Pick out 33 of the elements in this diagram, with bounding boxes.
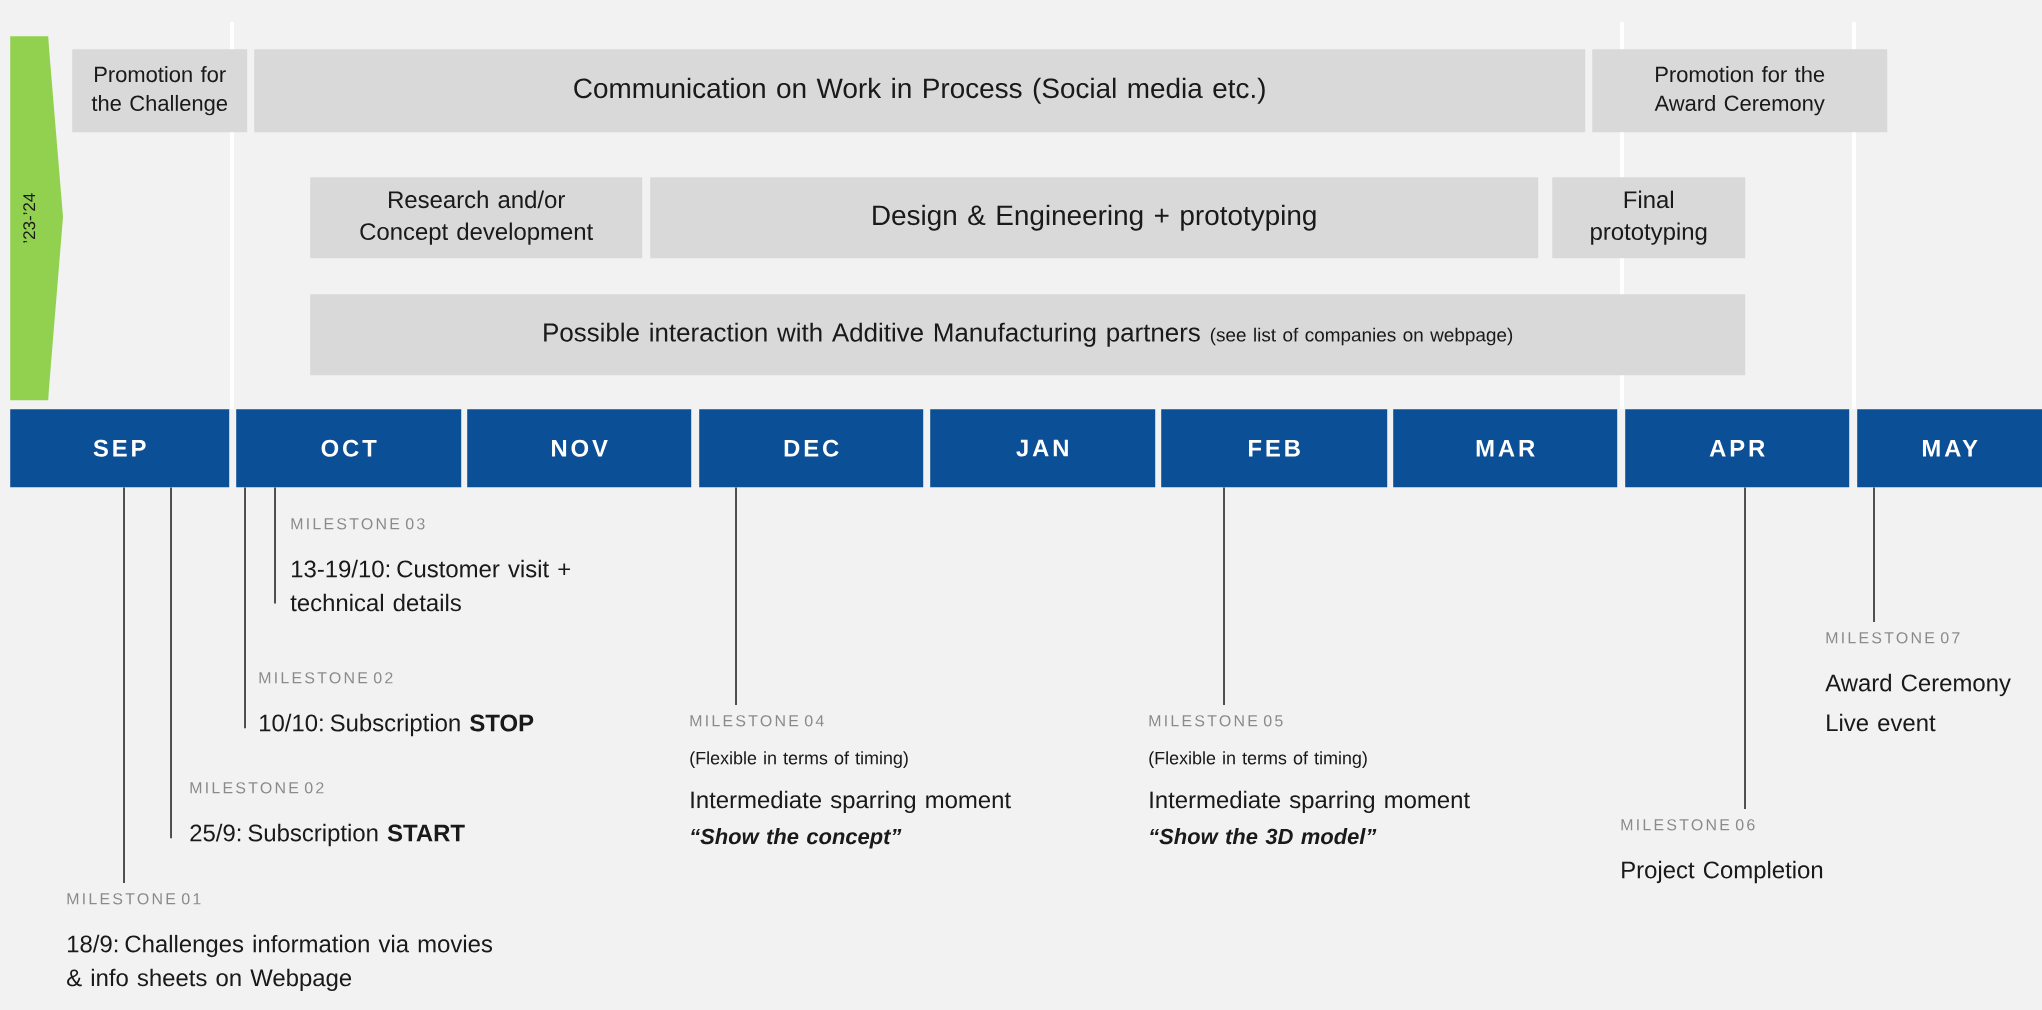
leader-line bbox=[170, 486, 172, 840]
month-band: NOV bbox=[467, 409, 692, 488]
leader-line bbox=[1223, 486, 1225, 706]
activity-bar: Research and/or Concept development bbox=[310, 177, 643, 259]
milestone-text: MILESTONE 03 13-19/10: Customer visit + technical details bbox=[290, 518, 571, 612]
activity-bar: Promotion for the Award Ceremony bbox=[1592, 49, 1888, 133]
leader-line bbox=[1873, 486, 1875, 623]
activity-bar: Communication on Work in Process (Social media etc.) bbox=[254, 49, 1586, 133]
month-band: SEP bbox=[10, 409, 230, 488]
activity-bar: Final prototyping bbox=[1552, 177, 1746, 259]
month-band: FEB bbox=[1161, 409, 1388, 488]
milestone-text: MILESTONE 02 25/9: Subscription START bbox=[190, 782, 465, 847]
month-band: JAN bbox=[930, 409, 1156, 488]
activity-bar: Possible interaction with Additive Manufacturing partners (see list of companies on webpage) bbox=[310, 294, 1746, 376]
activity-bar: Promotion for the Challenge bbox=[72, 49, 248, 133]
milestone-text: MILESTONE 07 Award Ceremony Live event bbox=[1825, 632, 2011, 732]
month-band: APR bbox=[1625, 409, 1850, 488]
milestone-text: MILESTONE 04 (Flexible in terms of timing) Intermediate sparring moment “Show the concept” bbox=[690, 715, 1011, 849]
leader-line bbox=[244, 486, 246, 730]
month-band: DEC bbox=[699, 409, 924, 488]
milestone-text: MILESTONE 01 18/9: Challenges information via movies & info sheets on Webpage bbox=[67, 893, 493, 992]
month-band: OCT bbox=[236, 409, 462, 488]
milestone-text: MILESTONE 05 (Flexible in terms of timing) Intermediate sparring moment “Show the 3D model” bbox=[1149, 715, 1470, 845]
leader-line bbox=[735, 486, 737, 706]
leader-line bbox=[1744, 486, 1746, 810]
month-band: MAY bbox=[1857, 409, 2042, 488]
month-band: MAR bbox=[1393, 409, 1618, 488]
milestone-text: MILESTONE 02 10/10: Subscription STOP bbox=[259, 672, 534, 737]
year-banner: ’23-’24 bbox=[10, 36, 63, 401]
leader-line bbox=[274, 486, 276, 605]
milestone-text: MILESTONE 06 Project Completion bbox=[1621, 819, 1823, 884]
activity-bar: Design & Engineering + prototyping bbox=[650, 177, 1539, 259]
leader-line bbox=[123, 486, 125, 884]
